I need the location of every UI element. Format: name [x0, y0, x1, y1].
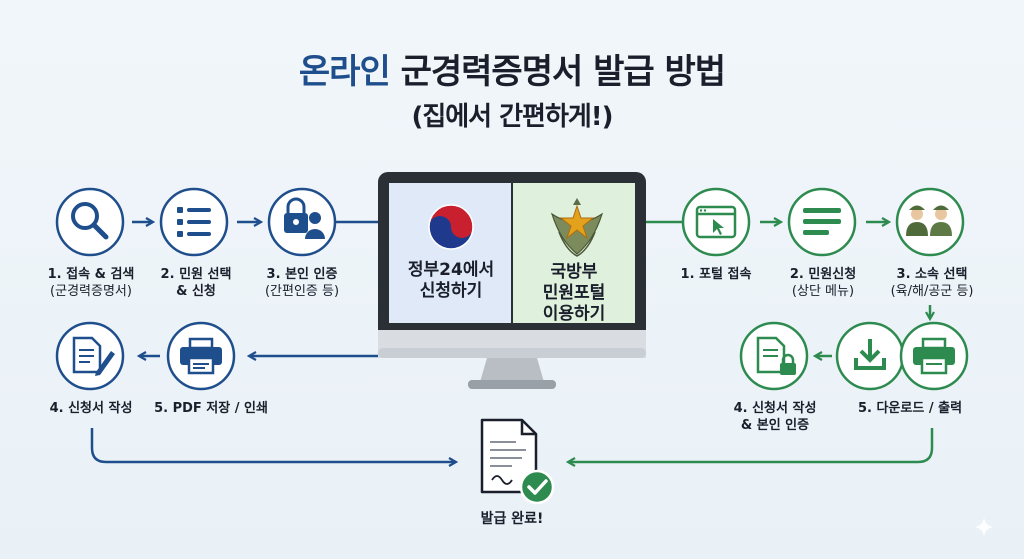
title-rest: 군경력증명서 발급 방법 — [400, 52, 726, 92]
right-step-4-label: 4. 신청서 작성 & 본인 인증 — [734, 400, 817, 434]
right-step-1-label: 1. 포털 접속 — [681, 266, 752, 283]
right-step-2-sub: (상단 메뉴) — [791, 284, 855, 299]
right-step-4-sub: & 본인 인증 — [740, 418, 810, 433]
lock-user-icon — [284, 197, 325, 239]
title-accent: 온라인 — [298, 52, 391, 92]
right-step-3-label: 3. 소속 선택 (육/해/공군 등) — [891, 266, 974, 300]
download-icon — [854, 339, 886, 370]
left-step-1-sub: (군경력증명서) — [50, 284, 132, 299]
right-step-3-icon-circle — [895, 187, 965, 257]
gov-emblem-icon — [428, 204, 474, 250]
left-step-4-title: 4. 신청서 작성 — [49, 401, 133, 416]
left-step-4-icon-circle — [55, 321, 125, 391]
left-step-2-icon-circle — [159, 187, 229, 257]
monitor-right-panel-text-line-3: 이용하기 — [542, 304, 606, 324]
right-step-2-label: 2. 민원신청 (상단 메뉴) — [790, 266, 856, 300]
right-step-5-title: 5. 다운로드 / 출력 — [857, 401, 963, 416]
monitor-right-panel-text-line-2: 민원포털 — [542, 283, 606, 303]
left-step-3-sub: (간편인증 등) — [264, 284, 340, 299]
arrow-left-to-final — [90, 428, 455, 462]
printer-icon — [180, 337, 222, 375]
menu-icon — [803, 208, 841, 235]
monitor-right-panel-text-line-1: 국방부 — [550, 262, 598, 282]
left-step-2-title: 2. 민원 선택 — [160, 267, 232, 282]
document-lock-icon — [756, 336, 796, 375]
printer-icon — [913, 337, 955, 375]
right-step-4-icon-circle — [739, 321, 809, 391]
right-step-5-label: 5. 다운로드 / 출력 — [858, 400, 962, 417]
left-step-2-label: 2. 민원 선택 & 신청 — [161, 266, 232, 300]
right-step-3-sub: (육/해/공군 등) — [890, 284, 974, 299]
left-step-1-icon-circle — [55, 187, 125, 257]
military-emblem-icon — [550, 198, 604, 257]
monitor-left-panel-text-line-1: 정부24에서 — [407, 260, 495, 280]
page-title: 온라인 군경력증명서 발급 방법 — [0, 44, 1024, 93]
arrow-right-to-final — [569, 428, 934, 462]
sparkle-icon — [974, 517, 994, 537]
right-step-5-icon-circle — [835, 321, 905, 391]
page-subtitle: (집에서 간편하게!) — [411, 102, 613, 132]
search-icon — [71, 202, 109, 240]
left-step-4-label: 4. 신청서 작성 — [50, 400, 133, 417]
right-step-1-icon-circle — [681, 187, 751, 257]
final-label: 발급 완료! — [480, 511, 544, 527]
right-step-3-title: 3. 소속 선택 — [896, 267, 968, 282]
left-step-1-label: 1. 접속 & 검색 (군경력증명서) — [48, 266, 135, 300]
monitor-left-panel-text-line-2: 신청하기 — [419, 281, 483, 301]
right-step-1-title: 1. 포털 접속 — [680, 267, 752, 282]
right-step-2-title: 2. 민원신청 — [789, 267, 857, 282]
left-step-2-sub: & 신청 — [176, 284, 216, 299]
left-step-5-label: 5. PDF 저장 / 인쇄 — [154, 400, 268, 417]
left-step-3-icon-circle — [267, 187, 337, 257]
right-step-4-title: 4. 신청서 작성 — [733, 401, 817, 416]
left-step-3-title: 3. 본인 인증 — [266, 267, 338, 282]
left-step-3-label: 3. 본인 인증 (간편인증 등) — [265, 266, 339, 300]
left-step-5-icon-circle — [166, 321, 236, 391]
left-step-5-title: 5. PDF 저장 / 인쇄 — [154, 401, 268, 416]
soldiers-icon — [906, 205, 952, 236]
list-icon — [177, 207, 211, 237]
left-step-1-title: 1. 접속 & 검색 — [47, 267, 135, 282]
document-check-icon — [480, 418, 555, 505]
browser-cursor-icon — [695, 205, 737, 239]
right-step-5-printer-circle — [899, 321, 969, 391]
document-pen-icon — [72, 336, 115, 376]
right-step-2-icon-circle — [787, 187, 857, 257]
